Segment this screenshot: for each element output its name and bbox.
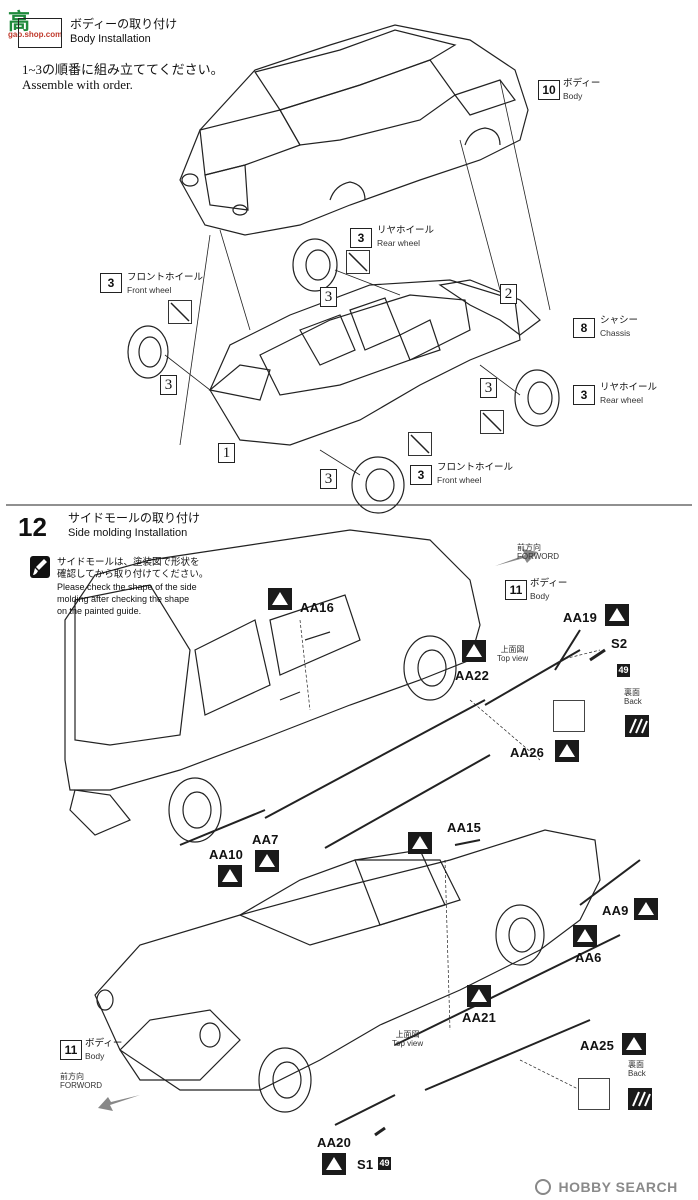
part-3-rear-box-a: 3 bbox=[350, 228, 372, 248]
glue-icon-aa16 bbox=[268, 588, 292, 610]
step11-title-jp: ボディーの取り付け bbox=[70, 17, 178, 31]
glue-icon-aa26 bbox=[555, 740, 579, 762]
part-3-front-label-a: フロントホイール Front wheel bbox=[127, 272, 204, 295]
part-aa20: AA20 bbox=[317, 1135, 352, 1150]
body-11-box-lower: 11 bbox=[60, 1040, 82, 1060]
paint-note: サイドモールは、塗装図で形状を 確認してから取り付けてください。 Please … bbox=[57, 557, 209, 616]
glue-icon-aa21 bbox=[467, 985, 491, 1007]
step11-title-en: Body Installation bbox=[70, 33, 151, 45]
sequence-3-d: 3 bbox=[320, 469, 337, 489]
order-note: 1~3の順番に組み立ててください。 Assemble with order. bbox=[22, 62, 224, 92]
part-aa6: AA6 bbox=[575, 950, 602, 965]
glue-icon-aa6 bbox=[573, 925, 597, 947]
part-aa7: AA7 bbox=[252, 832, 279, 847]
sequence-3-b: 3 bbox=[160, 375, 177, 395]
no-glue-icon-d bbox=[408, 432, 432, 456]
no-glue-icon-c bbox=[480, 410, 504, 434]
part-10-label: ボディー Body bbox=[563, 78, 601, 101]
back-detail-lower bbox=[578, 1078, 610, 1110]
step11-logo: 高 gao.shop.com bbox=[6, 6, 66, 42]
step12-title-jp: サイドモールの取り付け bbox=[68, 511, 201, 525]
sequence-3-a: 3 bbox=[320, 287, 337, 307]
top-view-lower: 上面図 Top view bbox=[392, 1030, 424, 1048]
paint-49-s1: 49 bbox=[378, 1157, 391, 1170]
part-8-box: 8 bbox=[573, 318, 595, 338]
part-aa15: AA15 bbox=[447, 820, 482, 835]
glue-icon-aa25 bbox=[622, 1033, 646, 1055]
back-detail-upper bbox=[553, 700, 585, 732]
sequence-1: 1 bbox=[218, 443, 235, 463]
body-11-label-lower: ボディー Body bbox=[85, 1038, 123, 1061]
site-logo-url: gao.shop.com bbox=[8, 30, 63, 39]
order-note-jp: 1~3の順番に組み立ててください。 bbox=[22, 62, 224, 77]
part-aa25: AA25 bbox=[580, 1038, 615, 1053]
glue-icon-aa22 bbox=[462, 640, 486, 662]
part-3-front-box-b: 3 bbox=[410, 465, 432, 485]
glue-icon-aa19 bbox=[605, 604, 629, 626]
part-aa10: AA10 bbox=[209, 847, 244, 862]
no-glue-icon-a bbox=[346, 250, 370, 274]
glue-icon-aa15 bbox=[408, 832, 432, 854]
step11-box bbox=[18, 18, 62, 48]
back-label-lower: 裏面 Back bbox=[628, 1060, 646, 1078]
part-aa9: AA9 bbox=[602, 903, 629, 918]
part-s1: S1 bbox=[357, 1157, 374, 1172]
glue-icon-aa7 bbox=[255, 850, 279, 872]
part-3-front-label-b: フロントホイール Front wheel bbox=[437, 462, 514, 485]
part-3-rear-label-b: リヤホイール Rear wheel bbox=[600, 382, 658, 405]
hobby-search-logo-icon bbox=[535, 1178, 551, 1195]
hobby-search-watermark: HOBBY SEARCH bbox=[535, 1178, 678, 1196]
body-11-label-upper: ボディー Body bbox=[530, 578, 568, 601]
no-glue-icon-b bbox=[168, 300, 192, 324]
brush-icon bbox=[30, 556, 50, 578]
step12-number: 12 bbox=[18, 512, 47, 542]
part-aa22: AA22 bbox=[455, 668, 490, 683]
part-3-rear-label-a: リヤホイール Rear wheel bbox=[377, 225, 435, 248]
paint-49-s2: 49 bbox=[617, 664, 630, 677]
glue-icon-back-lower bbox=[628, 1088, 652, 1110]
part-aa19: AA19 bbox=[563, 610, 598, 625]
part-8-label: シャシー Chassis bbox=[600, 315, 639, 338]
part-aa21: AA21 bbox=[462, 1010, 497, 1025]
back-label-upper: 裏面 Back bbox=[624, 688, 642, 706]
forward-label-upper: 前方向 FORWORD bbox=[517, 543, 560, 561]
part-3-rear-box-b: 3 bbox=[573, 385, 595, 405]
sequence-3-c: 3 bbox=[480, 378, 497, 398]
glue-icon-aa9 bbox=[634, 898, 658, 920]
forward-label-lower: 前方向 FORWORD bbox=[60, 1072, 103, 1090]
glue-icon-aa10 bbox=[218, 865, 242, 887]
hobby-search-text: HOBBY SEARCH bbox=[558, 1178, 678, 1195]
part-10-box: 10 bbox=[538, 80, 560, 100]
glue-icon-aa20 bbox=[322, 1153, 346, 1175]
part-aa16: AA16 bbox=[300, 600, 335, 615]
step12-title-en: Side molding Installation bbox=[68, 527, 188, 539]
top-view-upper: 上面図 Top view bbox=[497, 645, 529, 663]
part-s2: S2 bbox=[611, 636, 628, 651]
order-note-en: Assemble with order. bbox=[22, 77, 133, 92]
site-logo-cn: 高 bbox=[8, 9, 31, 34]
sequence-2: 2 bbox=[500, 284, 517, 304]
part-3-front-box-a: 3 bbox=[100, 273, 122, 293]
part-aa26: AA26 bbox=[510, 745, 545, 760]
glue-icon-back-upper bbox=[625, 715, 649, 737]
body-11-box-upper: 11 bbox=[505, 580, 527, 600]
